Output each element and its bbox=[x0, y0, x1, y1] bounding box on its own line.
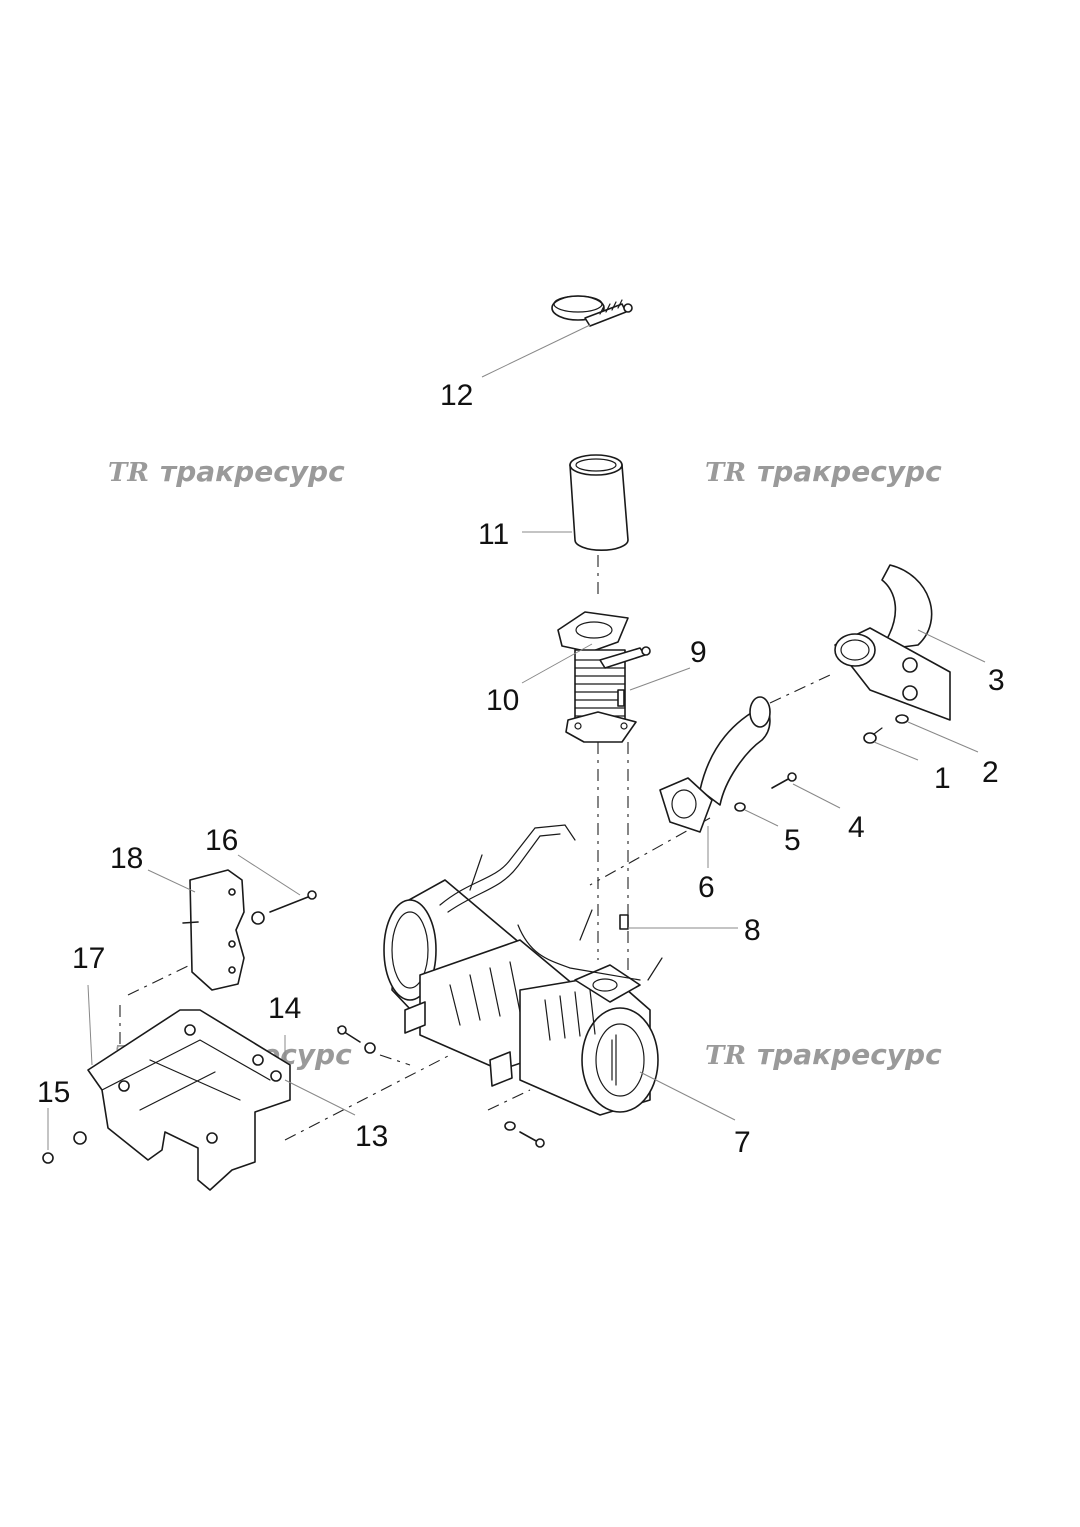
part-6-intermediate-pipe bbox=[659, 696, 771, 833]
callout-2: 2 bbox=[982, 756, 999, 789]
callout-4: 4 bbox=[848, 811, 865, 844]
watermark-text: тракресурс bbox=[160, 455, 345, 488]
watermark-top-left: TR тракресурс bbox=[108, 455, 345, 488]
part-12-hose-clamp bbox=[551, 295, 633, 327]
part-7-muffler-unit bbox=[383, 824, 663, 1116]
part-10-flex-pipe bbox=[557, 611, 651, 743]
callout-18: 18 bbox=[110, 842, 143, 875]
callout-12: 12 bbox=[440, 379, 473, 412]
part-15-nut bbox=[42, 1131, 87, 1164]
bottom-bolt bbox=[504, 1121, 545, 1148]
leader-lines bbox=[47, 324, 986, 1150]
callout-13: 13 bbox=[355, 1120, 388, 1153]
callout-labels: 1 2 3 4 5 6 7 8 9 10 11 12 13 14 15 16 1… bbox=[37, 379, 1005, 1159]
watermark-logo: TR bbox=[705, 1041, 746, 1071]
callout-1: 1 bbox=[934, 762, 951, 795]
callout-8: 8 bbox=[744, 914, 761, 947]
part-13-nut bbox=[270, 1070, 282, 1082]
part-14-bolt bbox=[337, 1025, 376, 1054]
part-11-pipe bbox=[569, 454, 629, 551]
callout-7: 7 bbox=[734, 1126, 751, 1159]
callout-10: 10 bbox=[486, 684, 519, 717]
part-18-mounting-plate bbox=[182, 869, 245, 991]
callout-5: 5 bbox=[784, 824, 801, 857]
callout-6: 6 bbox=[698, 871, 715, 904]
part-5-washer bbox=[734, 802, 746, 812]
part-9-bolt bbox=[617, 689, 625, 707]
callout-9: 9 bbox=[690, 636, 707, 669]
watermark-text: тракресурс bbox=[757, 455, 942, 488]
callout-15: 15 bbox=[37, 1076, 70, 1109]
callout-17: 17 bbox=[72, 942, 105, 975]
callout-16: 16 bbox=[205, 824, 238, 857]
part-2-washer bbox=[895, 714, 909, 724]
callout-11: 11 bbox=[478, 518, 509, 551]
watermark-text: тракресурс bbox=[757, 1038, 942, 1071]
part-17-support-frame bbox=[87, 1009, 291, 1191]
part-8-bolt bbox=[619, 914, 629, 930]
callout-14: 14 bbox=[268, 992, 301, 1025]
assembly-axes bbox=[119, 555, 831, 1141]
watermark-logo: TR bbox=[705, 458, 746, 488]
watermark-logo: TR bbox=[108, 458, 149, 488]
part-3-outlet-elbow bbox=[834, 564, 951, 721]
part-1-bolt bbox=[863, 727, 883, 744]
watermark-bottom-right: TR тракресурс bbox=[705, 1038, 942, 1071]
watermark-top-right: TR тракресурс bbox=[705, 455, 942, 488]
part-16-bolt bbox=[251, 890, 317, 925]
part-4-bolt bbox=[771, 772, 797, 789]
callout-3: 3 bbox=[988, 664, 1005, 697]
